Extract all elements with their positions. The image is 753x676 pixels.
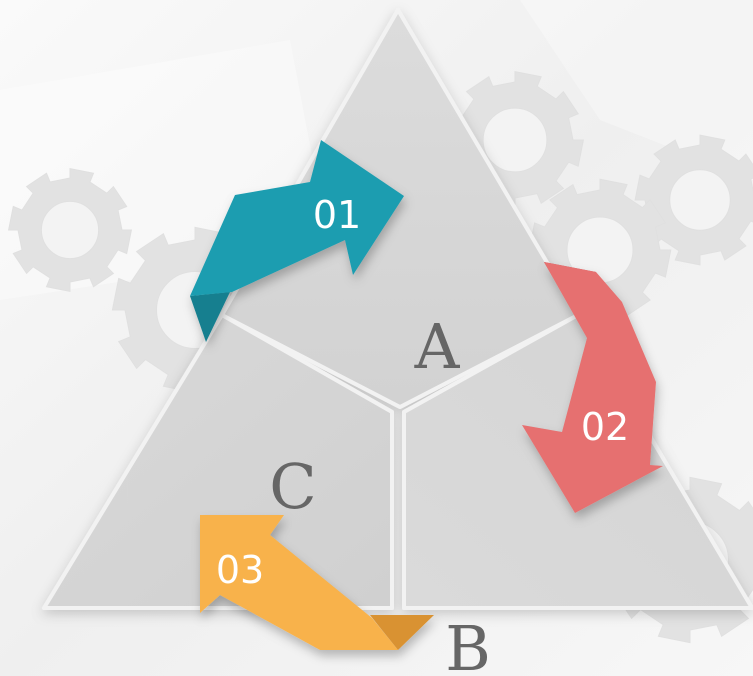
gear-hole (482, 107, 548, 173)
step-01-arrow: 01 (190, 140, 404, 342)
step-02-arrow-body (522, 262, 663, 513)
step-03-arrow: 03 (200, 515, 434, 650)
gear-hole (40, 200, 100, 260)
step-02-label: 02 (581, 405, 629, 449)
step-01-arrow-fold (190, 292, 230, 342)
background-facet (520, 0, 753, 180)
step-01-arrow-body (190, 140, 404, 296)
step-02-arrow: 02 (522, 262, 663, 513)
section-b-label: B (445, 612, 491, 676)
section-a-label: A (414, 310, 461, 383)
section-c-face (42, 313, 394, 610)
step-03-label: 03 (216, 548, 264, 592)
section-c-label: C (269, 450, 316, 523)
step-03-arrow-body (200, 515, 398, 650)
gear-hole (669, 169, 731, 231)
step-03-arrow-fold (370, 615, 434, 650)
step-01-label: 01 (313, 193, 361, 237)
